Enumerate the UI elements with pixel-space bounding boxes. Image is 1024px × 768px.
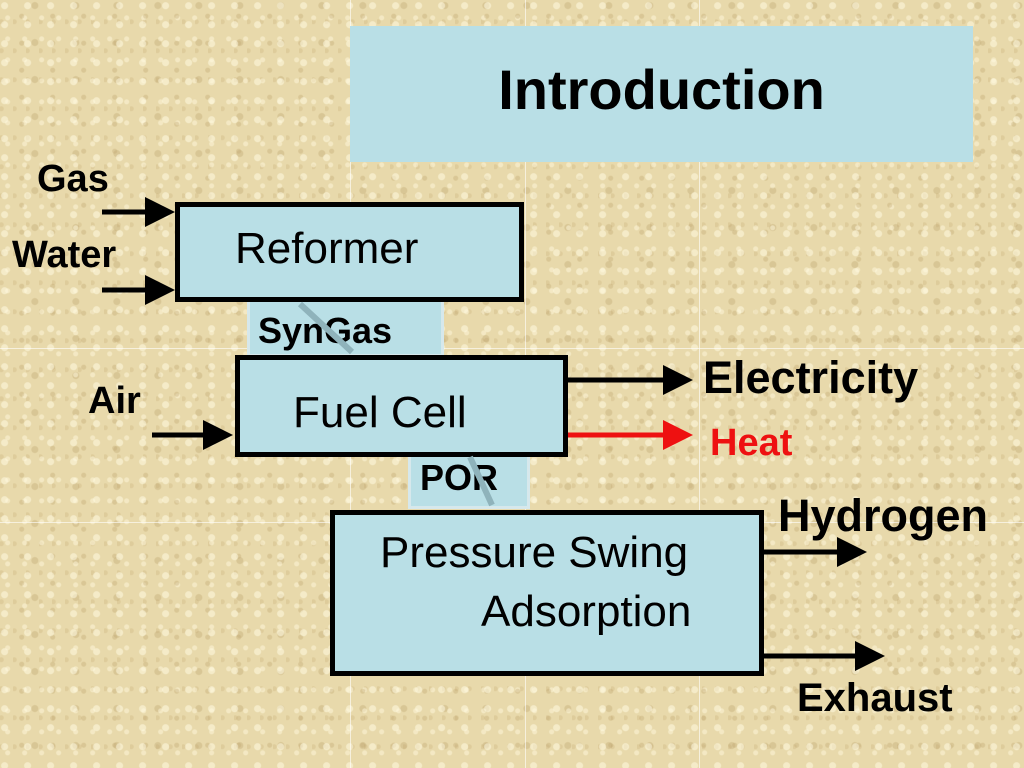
title-banner: Introduction [350, 26, 973, 162]
gas-label: Gas [37, 158, 109, 200]
hydrogen-label: Hydrogen [778, 490, 989, 541]
psa-label-line1: Pressure Swing [380, 528, 689, 577]
grid-line [0, 348, 1024, 349]
fuel-cell-label: Fuel Cell [293, 388, 467, 437]
psa-box: Pressure Swing Adsorption [330, 510, 764, 676]
water-label: Water [12, 234, 117, 276]
reformer-label: Reformer [235, 224, 419, 273]
fuel-cell-box: Fuel Cell [235, 355, 568, 457]
reformer-box: Reformer [175, 202, 524, 302]
syngas-flow-line [297, 301, 355, 355]
page-title: Introduction [498, 57, 825, 121]
heat-label: Heat [710, 422, 793, 464]
por-flow-line [467, 455, 495, 507]
grid-line [699, 0, 700, 768]
electricity-label: Electricity [703, 352, 919, 403]
exhaust-label: Exhaust [797, 676, 953, 720]
psa-label-line2: Adsorption [481, 587, 692, 636]
air-label: Air [88, 380, 141, 422]
